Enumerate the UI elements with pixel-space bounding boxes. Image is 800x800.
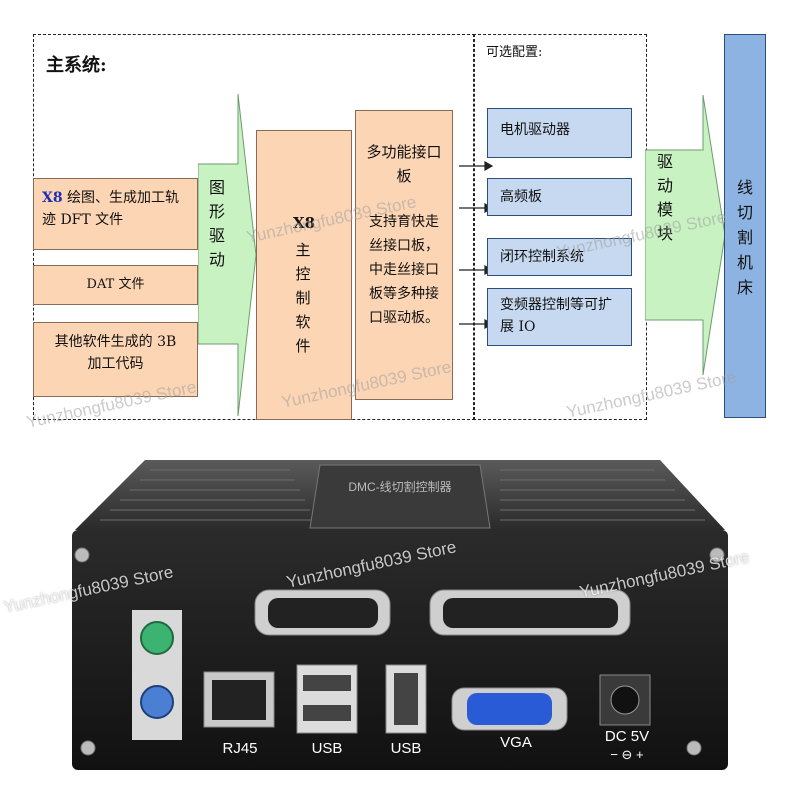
machine-label: 线切割机床	[736, 178, 753, 297]
main-control-software	[256, 130, 352, 420]
main-system-title: 主系统:	[46, 55, 107, 76]
main-software-label: 主控制软件	[295, 241, 311, 355]
controller-device-photo	[72, 460, 728, 770]
vga-label: VGA	[500, 734, 532, 751]
option-expandable-io: 变频器控制等可扩展 IO	[487, 288, 632, 346]
option-closed-loop: 闭环控制系统	[487, 238, 632, 276]
option-label: 变频器控制等可扩展 IO	[500, 297, 612, 335]
x8-input-text: 绘图、生成加工轨迹 DFT 文件	[42, 190, 180, 228]
option-motor-driver: 电机驱动器	[487, 108, 632, 158]
optional-config-frame	[473, 34, 647, 420]
option-label: 高频板	[500, 189, 542, 205]
option-label: 电机驱动器	[500, 122, 570, 138]
graphics-driver-label: 图形驱动	[208, 178, 225, 269]
dc-label: DC 5V	[604, 728, 650, 745]
dc-polarity-label: − ⊖ +	[610, 747, 644, 762]
interface-board-body: 支持育快走丝接口板，中走丝接口板等多种接口驱动板。	[369, 214, 439, 326]
option-high-frequency-board: 高频板	[487, 178, 632, 216]
system-diagram: 主系统: 可选配置: X8 绘图、生成加工轨迹 DFT 文件 DAT 文件 其他…	[25, 34, 766, 432]
input-dat-file: DAT 文件	[33, 265, 198, 305]
other-software-text: 其他软件生成的 3B 加工代码	[54, 334, 177, 372]
dat-file-text: DAT 文件	[86, 277, 145, 292]
drive-module-label: 驱动模块	[656, 152, 673, 243]
usb-label-2: USB	[390, 740, 422, 757]
multifunction-interface-board	[355, 110, 453, 400]
optional-config-title: 可选配置:	[486, 45, 543, 60]
x8-prefix: X8	[42, 190, 63, 206]
front-plate-text: DMC-线切割控制器	[348, 480, 452, 494]
drive-module-arrow	[645, 95, 725, 375]
usb-label-1: USB	[311, 740, 343, 757]
main-software-prefix: X8	[292, 214, 316, 232]
option-label: 闭环控制系统	[500, 249, 584, 265]
rj45-label: RJ45	[222, 740, 258, 757]
wire-cut-machine	[724, 34, 766, 418]
interface-board-title: 多功能接口板	[366, 143, 442, 185]
graphics-driver-arrow	[198, 94, 256, 416]
input-x8-dft: X8 绘图、生成加工轨迹 DFT 文件	[33, 178, 198, 250]
input-other-software: 其他软件生成的 3B 加工代码	[33, 322, 198, 397]
